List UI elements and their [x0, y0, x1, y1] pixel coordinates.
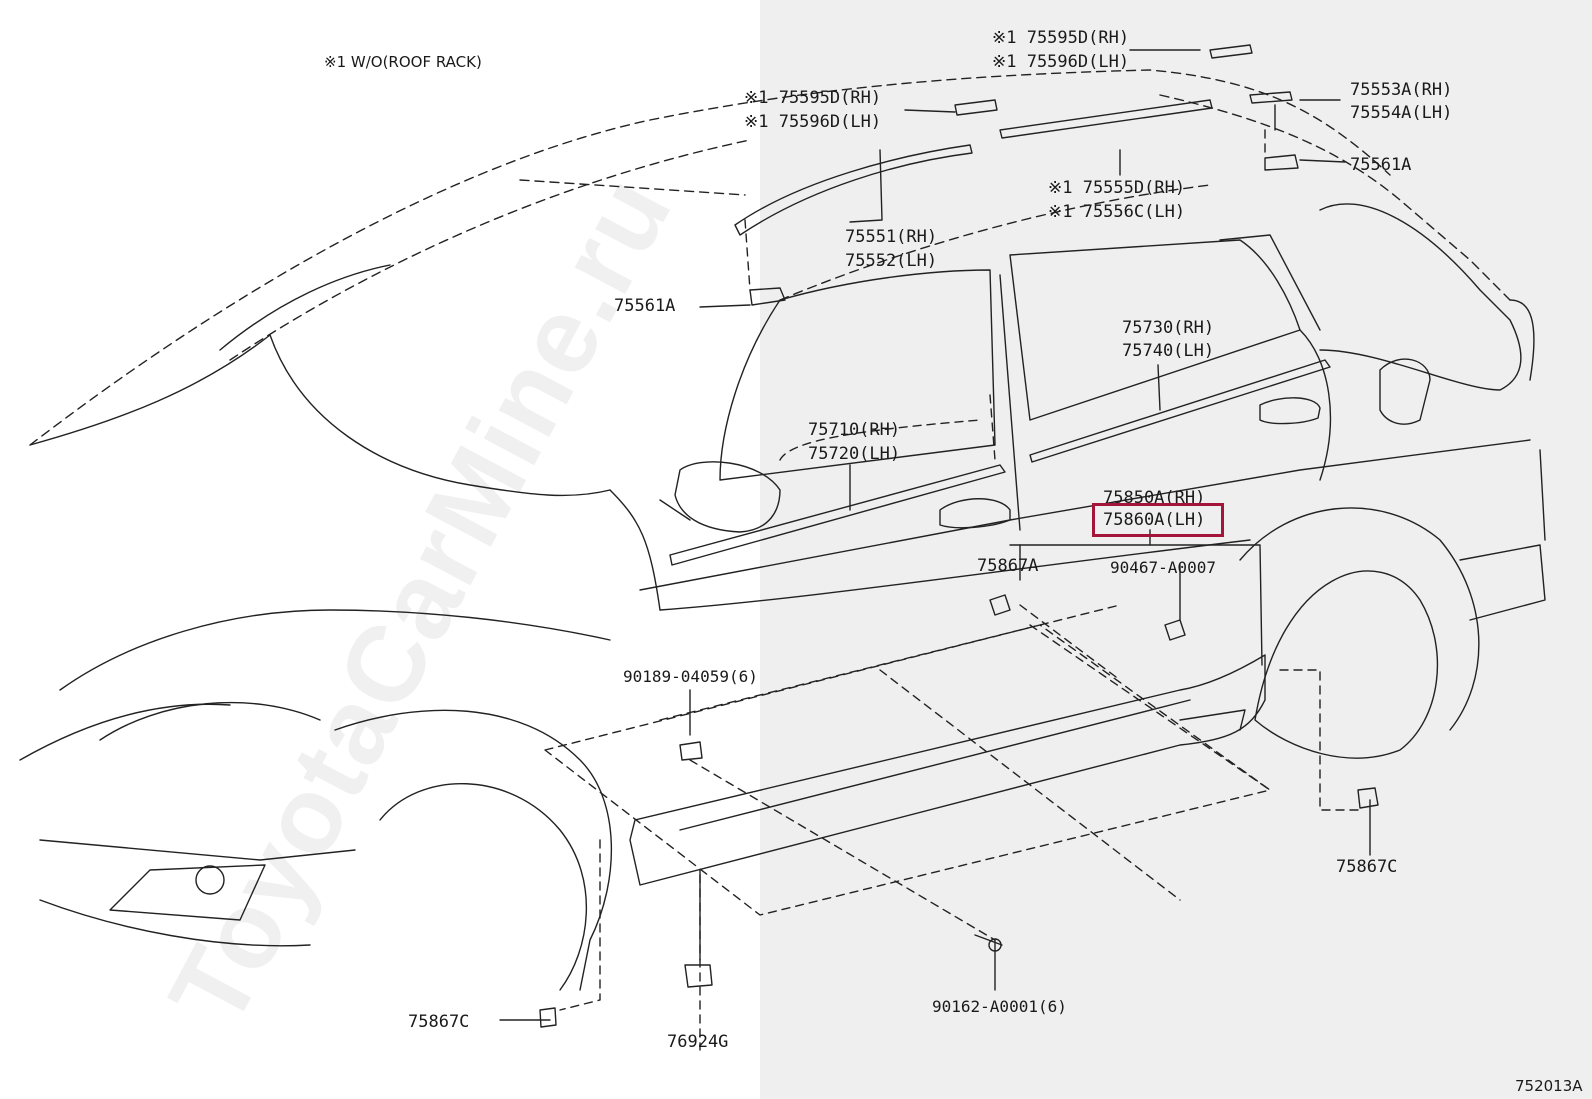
diagram-code: 752013A — [1515, 1077, 1583, 1095]
label-clip-75867c-rear: 75867C — [1336, 857, 1398, 877]
roof-outline — [29, 69, 1511, 446]
label-front-door-rh: 75710(RH) — [808, 420, 901, 440]
assembly-lines — [544, 129, 1361, 1051]
label-clip-90189: 90189-04059(6) — [623, 667, 758, 686]
label-fr-top-rh: ※1 75595D(RH) — [744, 88, 882, 108]
label-clip-75867a: 75867A — [977, 556, 1039, 576]
label-clip-rear: 75561A — [1350, 155, 1412, 175]
label-clip-75867c-front: 75867C — [408, 1012, 470, 1032]
label-rear-end-lh: 75554A(LH) — [1350, 103, 1453, 123]
label-clip-front: 75561A — [614, 296, 676, 316]
label-clip-90467: 90467-A0007 — [1110, 558, 1216, 577]
label-rear-door-lh: 75740(LH) — [1122, 341, 1215, 361]
label-nut-76924g: 76924G — [667, 1032, 729, 1052]
label-mid-lh: ※1 75556C(LH) — [1048, 202, 1186, 222]
label-rr-top-rh: ※1 75595D(RH) — [992, 28, 1130, 48]
label-front-roof-lh: 75552(LH) — [845, 251, 938, 271]
label-rr-top-lh: ※1 75596D(LH) — [992, 52, 1130, 72]
label-mid-rh: ※1 75555D(RH) — [1048, 178, 1186, 198]
fasteners — [539, 594, 1379, 1028]
label-front-roof-rh: 75551(RH) — [845, 227, 938, 247]
leader-lines — [499, 49, 1371, 1021]
label-screw-90162: 90162-A0001(6) — [932, 997, 1067, 1016]
label-rear-door-rh: 75730(RH) — [1122, 318, 1215, 338]
label-front-door-lh: 75720(LH) — [808, 444, 901, 464]
body-outline — [19, 44, 1546, 991]
label-rocker-lh[interactable]: 75860A(LH) — [1103, 510, 1206, 530]
note-roof-rack: ※1 W/O(ROOF RACK) — [324, 53, 482, 71]
highlight-box — [1092, 503, 1224, 537]
label-rear-end-rh: 75553A(RH) — [1350, 80, 1453, 100]
label-fr-top-lh: ※1 75596D(LH) — [744, 112, 882, 132]
